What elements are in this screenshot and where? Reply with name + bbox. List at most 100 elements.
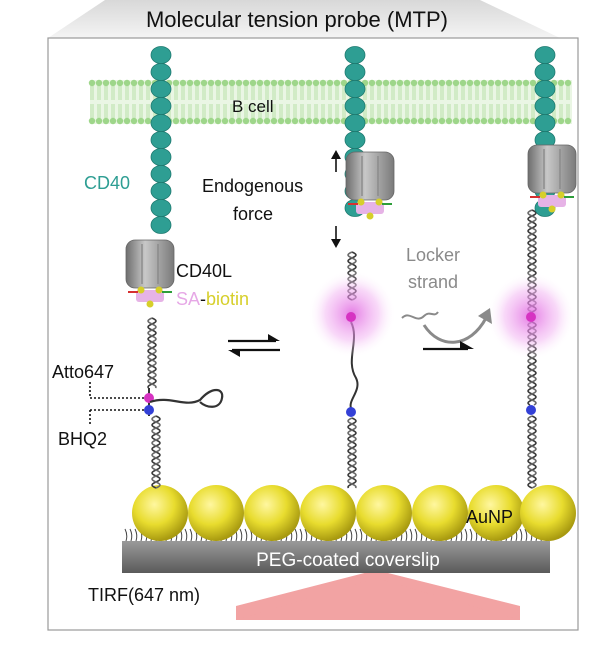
- biotin: [557, 191, 565, 199]
- bhq2-pointer: [89, 409, 144, 426]
- cd40-domain: [150, 46, 172, 64]
- lipid-head-top: [263, 79, 271, 87]
- tirf-label: TIRF(647 nm): [88, 585, 200, 605]
- lipid-head-top: [193, 79, 201, 87]
- sa-biotin-label: SA-biotin: [176, 289, 249, 309]
- dna-strand: [527, 415, 537, 489]
- cd40-domain: [150, 148, 172, 166]
- lipid-head-top: [445, 79, 453, 87]
- lipid-head-bottom: [466, 117, 474, 125]
- lipid-head-bottom: [375, 117, 383, 125]
- lipid-head-top: [298, 79, 306, 87]
- lipid-head-top: [249, 79, 257, 87]
- biotin: [155, 286, 163, 294]
- lipid-head-top: [508, 79, 516, 87]
- lipid-head-bottom: [256, 117, 264, 125]
- peg-chain: [299, 528, 303, 542]
- lipid-head-top: [410, 79, 418, 87]
- lipid-head-top: [564, 79, 572, 87]
- lipid-head-top: [123, 79, 131, 87]
- cd40-domain: [150, 165, 172, 183]
- biotin: [146, 300, 154, 308]
- force-arrow-down: [331, 226, 341, 248]
- lipid-head-top: [221, 79, 229, 87]
- equilibrium-arrows: [228, 334, 280, 357]
- lipid-head-bottom: [214, 117, 222, 125]
- peg-chain: [184, 528, 188, 542]
- lipid-head-top: [417, 79, 425, 87]
- lipid-head-top: [256, 79, 264, 87]
- gold-nanoparticle: [520, 485, 576, 541]
- lipid-head-top: [109, 79, 117, 87]
- lipid-head-top: [312, 79, 320, 87]
- lipid-head-bottom: [200, 117, 208, 125]
- lipid-head-top: [438, 79, 446, 87]
- peg-chain: [359, 528, 363, 542]
- lipid-head-top: [466, 79, 474, 87]
- locker-label-1: Locker: [406, 245, 460, 265]
- lipid-head-top: [95, 79, 103, 87]
- lipid-head-bottom: [249, 117, 257, 125]
- endogenous-force-label-2: force: [233, 204, 273, 224]
- cd40-domain: [534, 114, 556, 132]
- lipid-head-top: [515, 79, 523, 87]
- lipid-head-top: [403, 79, 411, 87]
- cd40l-trimer: [527, 144, 577, 194]
- lipid-head-top: [396, 79, 404, 87]
- lipid-head-top: [235, 79, 243, 87]
- peg-chain: [129, 528, 133, 542]
- lipid-head-bottom: [319, 117, 327, 125]
- peg-chain: [354, 528, 358, 542]
- dna-strand: [347, 417, 357, 489]
- cd40-domain: [150, 114, 172, 132]
- peg-chain: [409, 528, 413, 542]
- lipid-head-top: [389, 79, 397, 87]
- lipid-head-bottom: [333, 117, 341, 125]
- lipid-head-top: [242, 79, 250, 87]
- lipid-head-bottom: [424, 117, 432, 125]
- cd40l-trimer: [345, 151, 395, 201]
- gold-nanoparticle: [468, 485, 524, 541]
- lipid-head-bottom: [116, 117, 124, 125]
- figure-frame: [47, 37, 579, 631]
- coverslip-label: PEG-coated coverslip: [256, 550, 440, 571]
- lipid-head-top: [291, 79, 299, 87]
- lipid-head-bottom: [431, 117, 439, 125]
- bhq2-quencher-left: [144, 405, 154, 415]
- lipid-head-bottom: [487, 117, 495, 125]
- streptavidin: [538, 195, 566, 207]
- lipid-head-bottom: [557, 117, 565, 125]
- locker-strand: [401, 311, 439, 320]
- cd40-domain: [344, 80, 366, 98]
- lipid-head-bottom: [564, 117, 572, 125]
- cd40-domain: [150, 216, 172, 234]
- gold-nanoparticle: [300, 485, 356, 541]
- lipid-head-bottom: [172, 117, 180, 125]
- lipid-head-bottom: [389, 117, 397, 125]
- peg-chain: [414, 528, 418, 542]
- lipid-head-top: [333, 79, 341, 87]
- lipid-head-bottom: [403, 117, 411, 125]
- lipid-head-top: [207, 79, 215, 87]
- transition-arrow: [423, 341, 474, 351]
- peg-chain: [519, 528, 523, 542]
- lipid-head-top: [200, 79, 208, 87]
- peg-chain: [124, 528, 128, 542]
- bhq2-label: BHQ2: [58, 429, 107, 449]
- lipid-head-bottom: [480, 117, 488, 125]
- dna-strand: [151, 415, 161, 489]
- peg-chain: [244, 528, 248, 542]
- lipid-head-bottom: [137, 117, 145, 125]
- lipid-head-top: [529, 79, 537, 87]
- lipid-head-bottom: [445, 117, 453, 125]
- sa-biotin-dash: -: [200, 289, 206, 309]
- lipid-head-bottom: [221, 117, 229, 125]
- biotin: [137, 286, 145, 294]
- lipid-head-bottom: [473, 117, 481, 125]
- aunp-label: AuNP: [466, 507, 513, 527]
- lipid-head-bottom: [298, 117, 306, 125]
- lipid-head-bottom: [417, 117, 425, 125]
- lipid-head-top: [130, 79, 138, 87]
- peg-chain: [294, 528, 298, 542]
- peg-chain: [189, 528, 193, 542]
